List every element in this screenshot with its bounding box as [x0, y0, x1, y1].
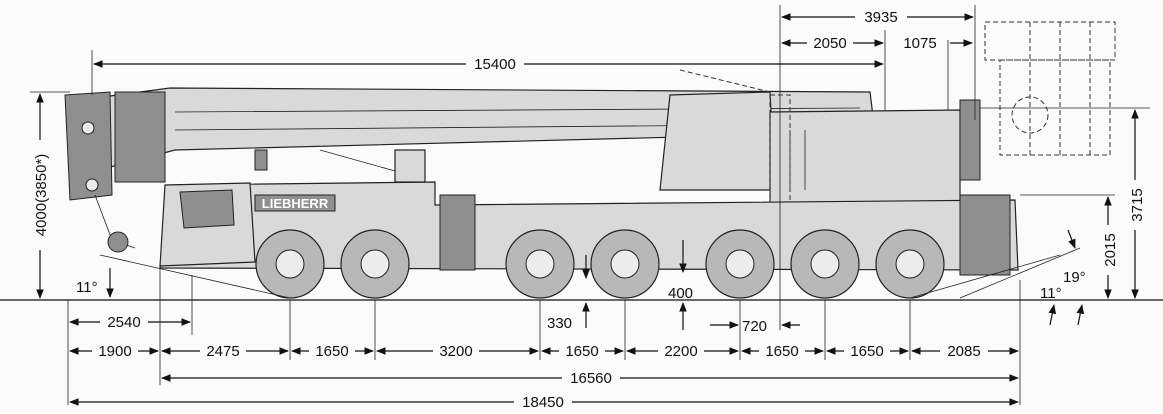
dim-1650-a: 1650: [315, 343, 348, 360]
dim-1650-b: 1650: [565, 343, 598, 360]
dim-18450: 18450: [522, 394, 564, 411]
crane-illustration: LIEBHERR: [64, 21, 1116, 299]
dim-3200: 3200: [439, 343, 472, 360]
cab-window: [179, 189, 235, 229]
angle-19: 19°: [1063, 269, 1086, 286]
hook: [107, 231, 129, 253]
dim-2475: 2475: [206, 343, 239, 360]
angle-11-front: 11°: [76, 279, 98, 296]
boom-head-sheaves: [114, 91, 166, 183]
dim-2085: 2085: [947, 343, 980, 360]
dim-1900: 1900: [98, 343, 131, 360]
dim-400: 400: [668, 285, 693, 302]
dim-330: 330: [547, 315, 572, 332]
dim-2050: 2050: [813, 35, 846, 52]
dim-2200: 2200: [664, 343, 697, 360]
dim-1650-d: 1650: [850, 343, 883, 360]
dim-15400: 15400: [474, 56, 516, 73]
dim-3715: 3715: [1129, 188, 1146, 221]
outrigger-front: [439, 194, 476, 271]
counterweight: [959, 99, 981, 181]
outrigger-rear: [959, 194, 1011, 276]
angle-11-rear: 11°: [1040, 285, 1062, 302]
dim-2540: 2540: [107, 314, 140, 331]
dim-720: 720: [742, 318, 767, 335]
brand-label: LIEBHERR: [262, 196, 329, 211]
dim-16560: 16560: [570, 370, 612, 387]
wheels: [255, 229, 945, 299]
dim-1075: 1075: [903, 35, 936, 52]
brand-plate: [254, 194, 336, 212]
crane-cab: [659, 91, 776, 191]
hook-block: [64, 91, 113, 201]
dimension-annotations: 3935 2050 1075 15400 4000(3850*) 3715 20…: [28, 5, 1150, 411]
dim-3935: 3935: [864, 9, 897, 26]
dim-1650-c: 1650: [765, 343, 798, 360]
dim-4000: 4000(3850*): [33, 154, 50, 237]
dim-2015: 2015: [1102, 233, 1119, 266]
